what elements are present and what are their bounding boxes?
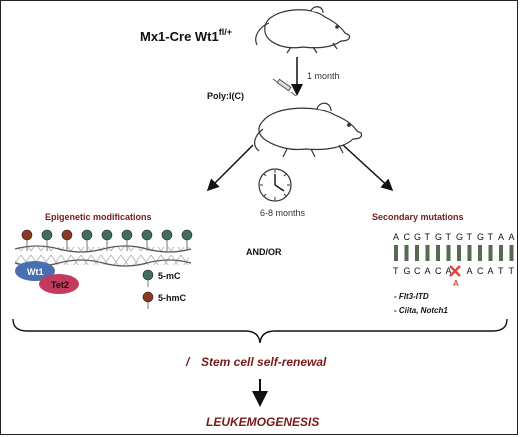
base-pair-bar <box>446 245 451 261</box>
base-pair-bar <box>394 245 398 261</box>
right-title: Secondary mutations <box>372 212 464 222</box>
methyl-mark <box>101 229 113 241</box>
methyl-mark <box>81 229 93 241</box>
legend-5mc-label: 5-mC <box>158 271 181 281</box>
seq-bottom-base: A <box>488 266 494 276</box>
legend-5mc-marker <box>142 269 154 281</box>
mouse-top-icon <box>255 6 351 54</box>
arrow-left <box>206 144 254 192</box>
base-pair-bar <box>509 245 514 261</box>
genotype-superscript: fl/+ <box>219 27 232 37</box>
legend: 5-mC 5-hmC <box>142 269 187 309</box>
methylation-marks <box>21 229 193 251</box>
self-renewal-label: Stem cell self-renewal <box>201 355 327 369</box>
brace <box>12 318 508 344</box>
tet2-protein <box>39 274 79 294</box>
seq-top-base: G <box>414 232 421 242</box>
methyl-mark <box>121 229 133 241</box>
seq-top-base: T <box>467 232 473 242</box>
seq-bottom-base: T <box>393 266 399 276</box>
seq-bottom-base: A <box>425 266 431 276</box>
seq-top-base: A <box>393 232 399 242</box>
seq-bottom-base: C <box>435 266 442 276</box>
genotype-label: Mx1-Cre Wt1 <box>140 29 219 44</box>
base-pair-bar <box>425 245 430 261</box>
arrow-right <box>342 144 394 192</box>
svg-text:Mx1-Cre Wt1fl/+: Mx1-Cre Wt1fl/+ <box>140 27 232 44</box>
seq-top-base: A <box>509 232 515 242</box>
mutation-item-2: - Ciita, Notch1 <box>394 306 448 315</box>
syringe-icon <box>272 78 297 97</box>
mutation-item-1: - Flt3-ITD <box>394 292 429 301</box>
outcome-label: LEUKEMOGENESIS <box>206 415 319 429</box>
tet2-label: Tet2 <box>51 280 69 290</box>
base-pair-bar <box>404 245 409 261</box>
left-title: Epigenetic modifications <box>45 212 152 222</box>
methyl-mark <box>141 229 153 241</box>
seq-top-base: A <box>498 232 504 242</box>
seq-bottom-base: G <box>404 266 411 276</box>
methyl-mark <box>161 229 173 241</box>
injection-label: Poly:I(C) <box>207 91 244 101</box>
mutation-base: A <box>453 279 459 288</box>
time-top-label: 1 month <box>307 71 340 81</box>
base-pair-bar <box>499 245 503 261</box>
clock-time-label: 6-8 months <box>260 208 306 218</box>
connector-label: AND/OR <box>246 247 282 257</box>
base-pair-bar <box>478 245 482 261</box>
seq-bottom-base: A <box>446 266 452 276</box>
seq-bottom-base: C <box>477 266 484 276</box>
hydroxymethyl-mark <box>61 229 73 241</box>
seq-top-base: G <box>477 232 484 242</box>
methyl-mark <box>181 229 193 241</box>
legend-5hmc-marker <box>142 291 154 303</box>
wt1-protein <box>15 261 55 281</box>
methyl-mark <box>41 229 53 241</box>
legend-5hmc-label: 5-hmC <box>158 293 187 303</box>
seq-bottom-base: T <box>509 266 515 276</box>
seq-top-base: T <box>488 232 494 242</box>
seq-top-base: G <box>435 232 442 242</box>
self-renewal-prefix: / <box>185 355 191 369</box>
seq-top-base: G <box>456 232 463 242</box>
base-pair-bar <box>488 245 493 261</box>
seq-top-base: C <box>404 232 411 242</box>
seq-bottom-base: C <box>414 266 421 276</box>
seq-bottom-base: T <box>498 266 504 276</box>
base-pair-bar <box>457 245 461 261</box>
mouse-middle-icon <box>254 102 363 158</box>
base-pair-bar <box>415 245 419 261</box>
base-pair-bar <box>436 245 440 261</box>
base-pair-bar <box>467 245 472 261</box>
hydroxymethyl-mark <box>21 229 33 241</box>
seq-top-base: T <box>446 232 452 242</box>
seq-top-base: T <box>425 232 431 242</box>
seq-bottom-base: A <box>467 266 473 276</box>
wt1-label: Wt1 <box>27 267 44 277</box>
clock-icon <box>258 168 292 202</box>
mutation-mark <box>449 265 461 277</box>
